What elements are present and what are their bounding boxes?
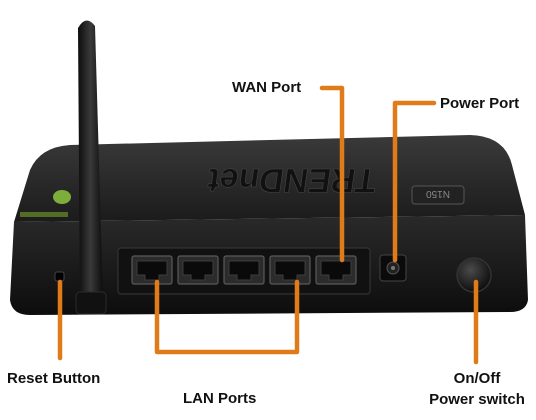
- onoff-label-line2: Power switch: [429, 391, 525, 408]
- lan-port-3: [223, 255, 265, 285]
- green-logo-accent: [53, 190, 71, 204]
- brand-emboss: TRENDnet: [205, 161, 378, 199]
- wan-port: [315, 255, 357, 285]
- model-badge-text: N150: [426, 188, 450, 199]
- lan-ports-label: LAN Ports: [183, 390, 257, 407]
- power-port-label: Power Port: [440, 95, 520, 112]
- green-strip-accent: [20, 212, 68, 217]
- wan-port-leader-line: [319, 85, 345, 263]
- power-port-leader-line: [392, 100, 437, 263]
- power-jack-pin: [391, 266, 395, 270]
- reset-hole: [54, 271, 65, 282]
- reset-button-label: Reset Button: [7, 370, 101, 387]
- antenna-base: [75, 291, 107, 315]
- lan-port-4: [269, 255, 311, 285]
- lan-port-1: [131, 255, 173, 285]
- onoff-label-line1: On/Off: [453, 370, 501, 387]
- lan-ports-leader-line: [154, 279, 300, 355]
- antenna: [78, 20, 103, 313]
- wan-port-label: WAN Port: [232, 79, 302, 96]
- lan-port-2: [177, 255, 219, 285]
- leader-lines: [57, 85, 479, 365]
- lan-ports-group: [131, 255, 311, 285]
- wan-port-group: [315, 255, 357, 285]
- model-badge: [411, 185, 465, 205]
